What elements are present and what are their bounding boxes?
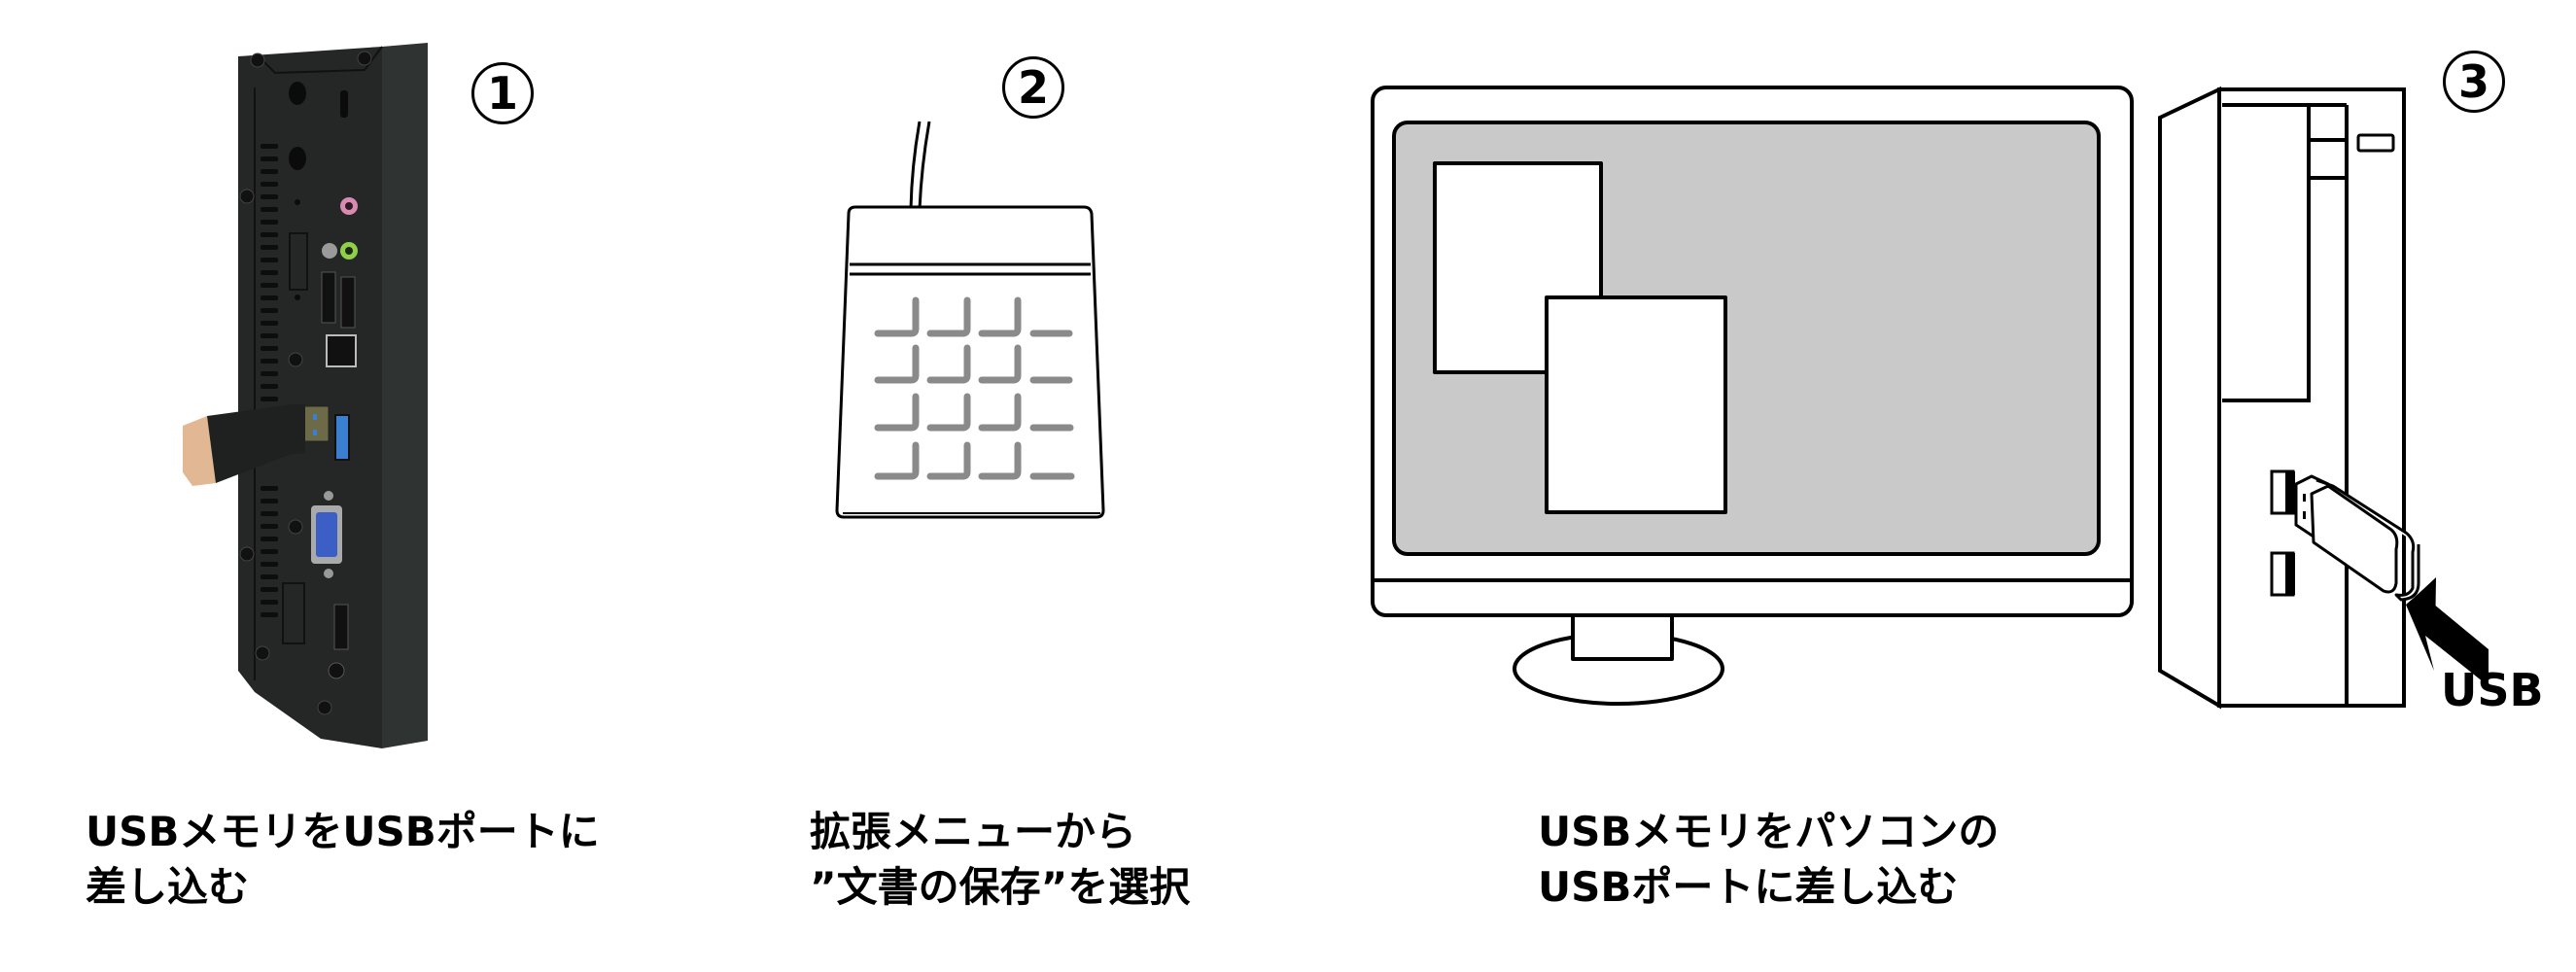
mini-pc-illustration: [183, 43, 428, 748]
step-1-caption-line-2: 差し込む: [86, 863, 250, 911]
usb-stick-photo: [183, 404, 330, 486]
step-3-caption: USBメモリをパソコンの USBポートに差し込む: [1538, 804, 1999, 915]
step-2-badge: 2: [1002, 56, 1064, 119]
step-1-caption: USBメモリをUSBポートに 差し込む: [86, 804, 600, 915]
step-2-caption-line-2: ”文書の保存”を選択: [810, 863, 1191, 911]
tower-illustration: [2158, 86, 2406, 710]
step-3-caption-line-1: USBメモリをパソコンの: [1538, 808, 2000, 855]
step-2-caption-line-1: 拡張メニューから: [810, 808, 1137, 855]
usb-stick-drawing: [2294, 474, 2420, 602]
step-2-caption: 拡張メニューから ”文書の保存”を選択: [810, 804, 1190, 915]
monitor-illustration: [1371, 86, 2134, 706]
step-1-badge: 1: [471, 62, 534, 124]
step-3-number: 3: [2457, 55, 2489, 108]
keypad-keys: [874, 296, 1075, 480]
step-3-caption-line-2: USBポートに差し込む: [1538, 863, 1959, 911]
step-2-number: 2: [1017, 61, 1049, 114]
vent-slits: [261, 144, 278, 617]
step-3-badge: 3: [2443, 51, 2505, 113]
usb-port-label: USB: [2441, 664, 2544, 716]
step-1-number: 1: [486, 67, 518, 120]
screws: [239, 51, 372, 715]
step-1-caption-line-1: USBメモリをUSBポートに: [86, 808, 600, 855]
